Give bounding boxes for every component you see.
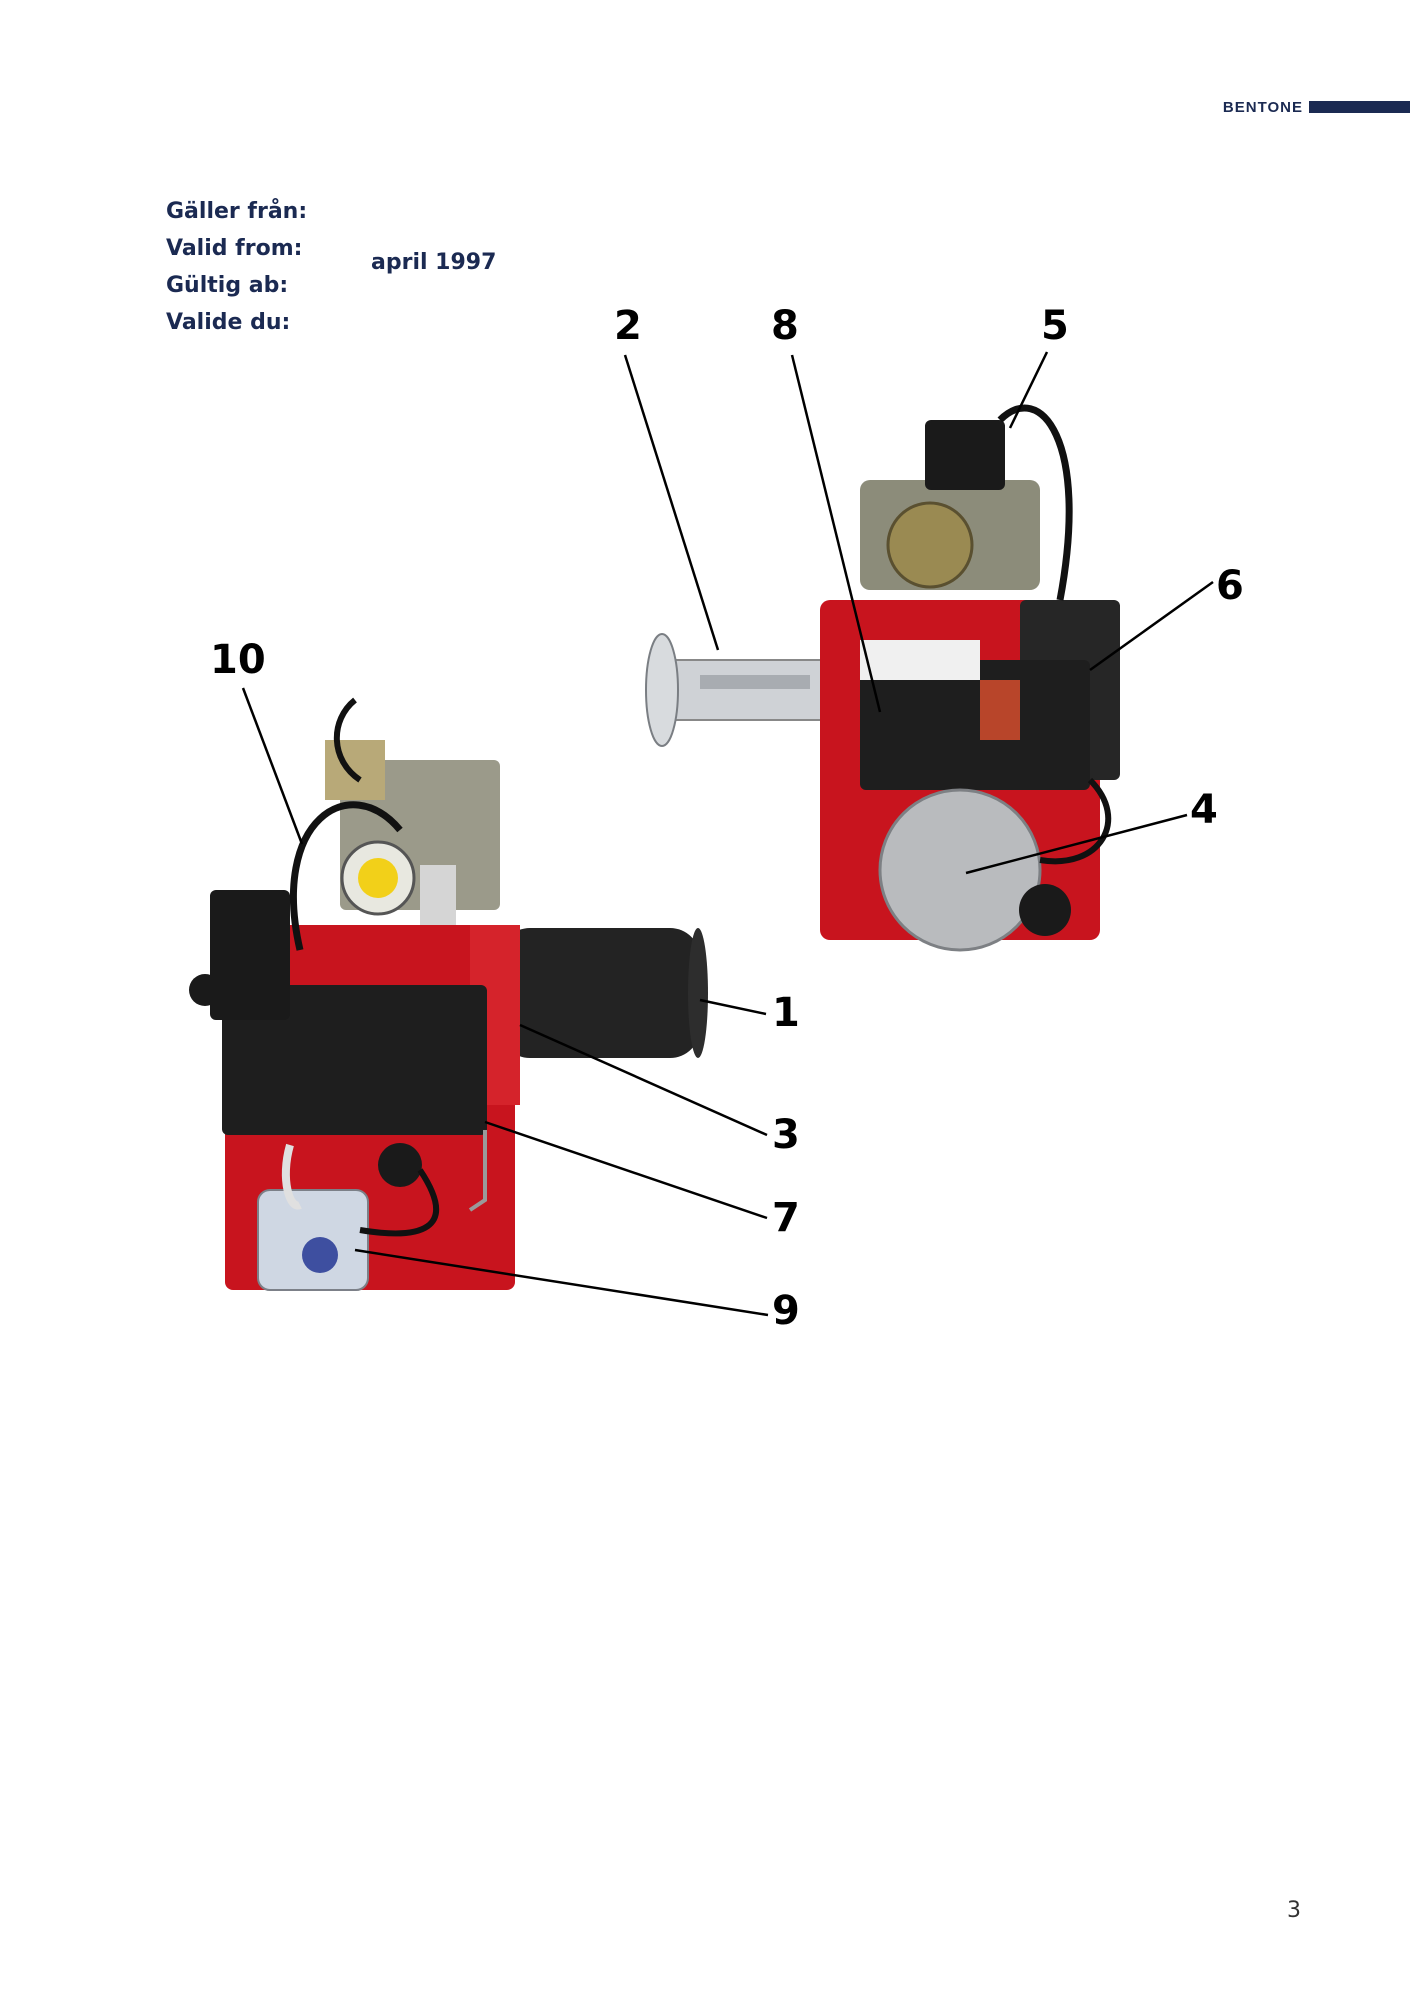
brand-name: BENTONE bbox=[1222, 98, 1303, 116]
validity-label-sv: Gäller från: bbox=[166, 199, 308, 224]
pressure-switch-dial bbox=[358, 858, 398, 898]
cable bbox=[997, 404, 1073, 601]
air-inlet-knob bbox=[1019, 884, 1071, 936]
hose bbox=[281, 1143, 302, 1210]
callout-4: 4 bbox=[1190, 787, 1218, 833]
leader-5 bbox=[1008, 351, 1049, 429]
cable bbox=[290, 801, 403, 951]
connector-terminals bbox=[980, 680, 1020, 740]
callout-10: 10 bbox=[210, 637, 266, 683]
blast-tube-front bbox=[500, 928, 700, 1058]
burner-front-view bbox=[189, 697, 708, 1291]
callout-6: 6 bbox=[1216, 563, 1244, 609]
cover-screw-knob bbox=[189, 974, 221, 1006]
callout-2: 2 bbox=[614, 303, 642, 349]
valve-block bbox=[325, 740, 385, 800]
leader-10 bbox=[241, 687, 304, 845]
rod bbox=[468, 1130, 487, 1212]
validity-date: april 1997 bbox=[371, 250, 497, 275]
blast-tube-rear bbox=[659, 659, 841, 721]
page-number: 3 bbox=[1287, 1898, 1301, 1923]
callout-1: 1 bbox=[772, 990, 800, 1036]
callout-7: 7 bbox=[772, 1195, 800, 1241]
leader-9 bbox=[354, 1248, 769, 1317]
rear-port bbox=[378, 1143, 422, 1187]
cable bbox=[333, 697, 362, 783]
callout-8: 8 bbox=[771, 303, 799, 349]
cover-front bbox=[222, 985, 487, 1135]
burner-head-disc bbox=[645, 633, 679, 747]
validity-labels: Gäller från: Valid from: Gültig ab: Vali… bbox=[166, 193, 307, 341]
callout-3: 3 bbox=[772, 1112, 800, 1158]
leader-6 bbox=[1089, 580, 1214, 672]
valve-connector bbox=[420, 865, 456, 925]
leader-8 bbox=[790, 354, 882, 713]
leader-7 bbox=[484, 1120, 768, 1220]
blast-tube-end bbox=[688, 928, 708, 1058]
motor bbox=[878, 788, 1042, 952]
leader-3 bbox=[519, 1023, 768, 1137]
electrode-rod bbox=[700, 675, 810, 689]
valve-plug bbox=[925, 420, 1005, 490]
valve-coil bbox=[886, 501, 974, 589]
leader-1 bbox=[699, 998, 767, 1016]
validity-label-de: Gültig ab: bbox=[166, 273, 289, 298]
validity-label-en: Valid from: bbox=[166, 236, 303, 261]
brand-header: BENTONE bbox=[1222, 98, 1410, 116]
brand-bar bbox=[1309, 101, 1410, 113]
cable bbox=[1039, 777, 1112, 865]
rating-plate bbox=[860, 640, 980, 680]
air-switch-dial bbox=[302, 1237, 338, 1273]
cable bbox=[359, 1168, 440, 1237]
burner-rear-view bbox=[645, 404, 1120, 952]
leader-2 bbox=[623, 354, 720, 651]
validity-label-fr: Valide du: bbox=[166, 310, 291, 335]
control-box bbox=[860, 660, 1090, 790]
side-cover bbox=[210, 890, 290, 1020]
leader-lines bbox=[241, 351, 1214, 1317]
leader-4 bbox=[965, 813, 1188, 875]
callout-5: 5 bbox=[1041, 303, 1069, 349]
callout-9: 9 bbox=[772, 1288, 800, 1334]
